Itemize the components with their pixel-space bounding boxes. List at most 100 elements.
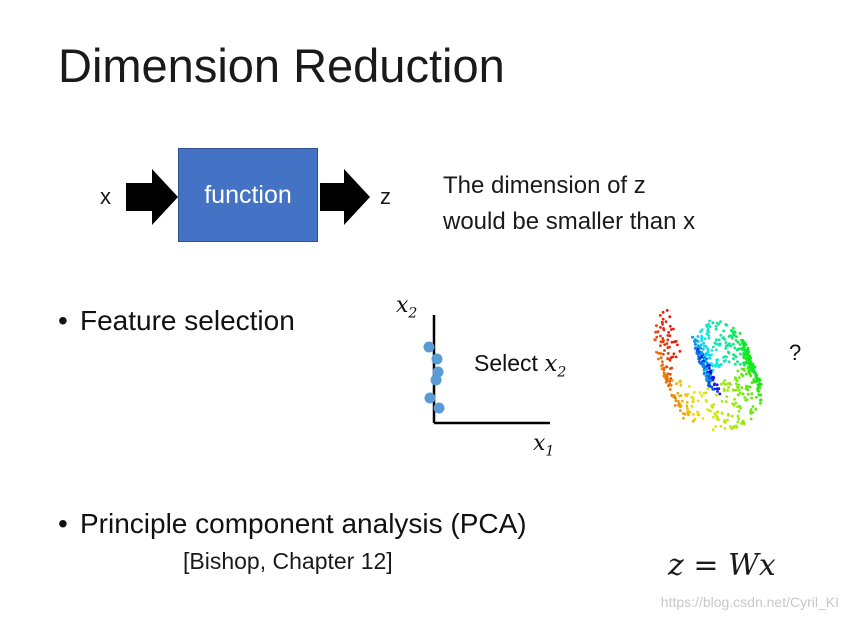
point-cloud-dot xyxy=(701,362,705,366)
point-cloud-dot xyxy=(706,387,710,391)
point-cloud-dot xyxy=(714,393,718,397)
point-cloud-dot xyxy=(712,383,716,387)
point-cloud-dot xyxy=(702,368,706,372)
slide-title: Dimension Reduction xyxy=(58,39,505,92)
point-cloud-dot xyxy=(746,388,750,392)
point-cloud-dot xyxy=(738,343,742,346)
point-cloud-dot xyxy=(722,389,726,393)
point-cloud-dot xyxy=(655,324,658,327)
point-cloud-dot xyxy=(670,340,674,344)
point-cloud-dot xyxy=(740,367,744,371)
point-cloud-dot xyxy=(657,357,660,361)
point-cloud-dot xyxy=(674,355,678,359)
point-cloud-dot xyxy=(729,344,733,348)
input-label: x xyxy=(100,184,111,209)
point-cloud-dot xyxy=(719,333,723,337)
input-arrow-icon xyxy=(126,169,178,225)
point-cloud-dot xyxy=(746,385,750,388)
point-cloud-dot xyxy=(738,404,742,408)
point-cloud-dot xyxy=(703,357,707,361)
point-cloud-dot xyxy=(659,326,662,329)
point-cloud-dot xyxy=(707,384,711,388)
point-cloud-dot xyxy=(734,339,738,342)
point-cloud-dot xyxy=(711,387,715,391)
point-cloud-dot xyxy=(711,345,715,349)
point-cloud-dot xyxy=(748,365,752,368)
point-cloud-dot xyxy=(672,327,675,331)
point-cloud-dot xyxy=(697,360,701,364)
point-cloud-dot xyxy=(702,391,706,395)
point-cloud-dot xyxy=(738,363,742,366)
point-cloud-dot xyxy=(690,404,694,408)
point-cloud-dot xyxy=(681,412,685,415)
point-cloud-dot xyxy=(659,344,662,348)
point-cloud-dot xyxy=(693,417,697,421)
feature-selection-text: Feature selection xyxy=(80,305,295,336)
point-cloud-dot xyxy=(736,360,739,364)
point-cloud-dot xyxy=(661,337,665,340)
point-cloud-dot xyxy=(670,379,674,383)
point-cloud-dot xyxy=(752,380,756,384)
point-cloud-dot xyxy=(676,343,679,347)
point-cloud-dot xyxy=(726,389,729,392)
point-cloud-dot xyxy=(713,411,717,415)
point-cloud-dot xyxy=(679,405,682,409)
point-cloud-dot xyxy=(662,328,666,332)
point-cloud-dot xyxy=(708,319,711,323)
point-cloud-dot xyxy=(700,355,704,358)
point-cloud-dot xyxy=(693,338,697,341)
point-cloud-dot xyxy=(687,385,691,388)
point-cloud-dot xyxy=(713,342,717,345)
point-cloud-dot xyxy=(715,361,719,365)
point-cloud-dot xyxy=(659,356,663,360)
point-cloud-dot xyxy=(738,391,742,395)
point-cloud-dot xyxy=(674,340,678,343)
point-cloud-dot xyxy=(686,407,689,410)
point-cloud-dot xyxy=(660,320,664,324)
point-cloud-dot xyxy=(731,402,735,406)
point-cloud-dot xyxy=(723,383,726,386)
point-cloud-dot xyxy=(682,416,685,420)
point-cloud-dot xyxy=(732,353,736,357)
point-cloud-dot xyxy=(678,349,682,353)
select-x2-label: Select x2 xyxy=(474,350,567,381)
point-cloud-dot xyxy=(690,335,694,339)
point-cloud-dot xyxy=(727,335,731,338)
point-cloud-dot xyxy=(738,376,741,379)
point-cloud-dot xyxy=(730,329,733,333)
point-cloud-dot xyxy=(704,365,707,369)
point-cloud-dot xyxy=(752,364,755,368)
point-cloud-dot xyxy=(661,310,665,314)
point-cloud-dot xyxy=(735,379,739,382)
point-cloud-dot xyxy=(735,382,738,386)
point-cloud-dot xyxy=(736,385,739,389)
point-cloud-dot xyxy=(698,350,701,354)
point-cloud-dot xyxy=(668,380,672,383)
point-cloud-dot xyxy=(669,367,672,370)
point-cloud-dot xyxy=(739,352,742,356)
point-cloud-dot xyxy=(700,328,704,332)
point-cloud-dot xyxy=(743,396,747,399)
point-cloud-dot xyxy=(691,400,695,404)
point-cloud-dot xyxy=(698,345,702,349)
point-cloud-dot xyxy=(669,377,673,380)
pca-equation: z = Wx xyxy=(668,548,776,583)
point-cloud-dot xyxy=(664,320,668,323)
point-cloud-dot xyxy=(666,334,670,337)
point-cloud-dot xyxy=(700,352,704,355)
point-cloud-dot xyxy=(755,380,759,383)
question-mark: ? xyxy=(789,340,802,365)
point-cloud-dot xyxy=(711,378,715,382)
feature-selection-bullet: •Feature selection xyxy=(58,305,295,337)
point-cloud-dot xyxy=(718,343,721,347)
point-cloud-dot xyxy=(663,372,667,376)
point-cloud-dot xyxy=(742,339,745,343)
point-cloud-dot xyxy=(733,334,736,337)
point-cloud-dot xyxy=(691,396,695,399)
point-cloud-dot xyxy=(743,361,747,365)
point-cloud-dot xyxy=(735,348,739,352)
point-cloud-dot xyxy=(752,378,756,381)
point-cloud-dot xyxy=(749,374,752,378)
point-cloud-dot xyxy=(715,383,719,387)
point-cloud-dot xyxy=(728,425,732,429)
